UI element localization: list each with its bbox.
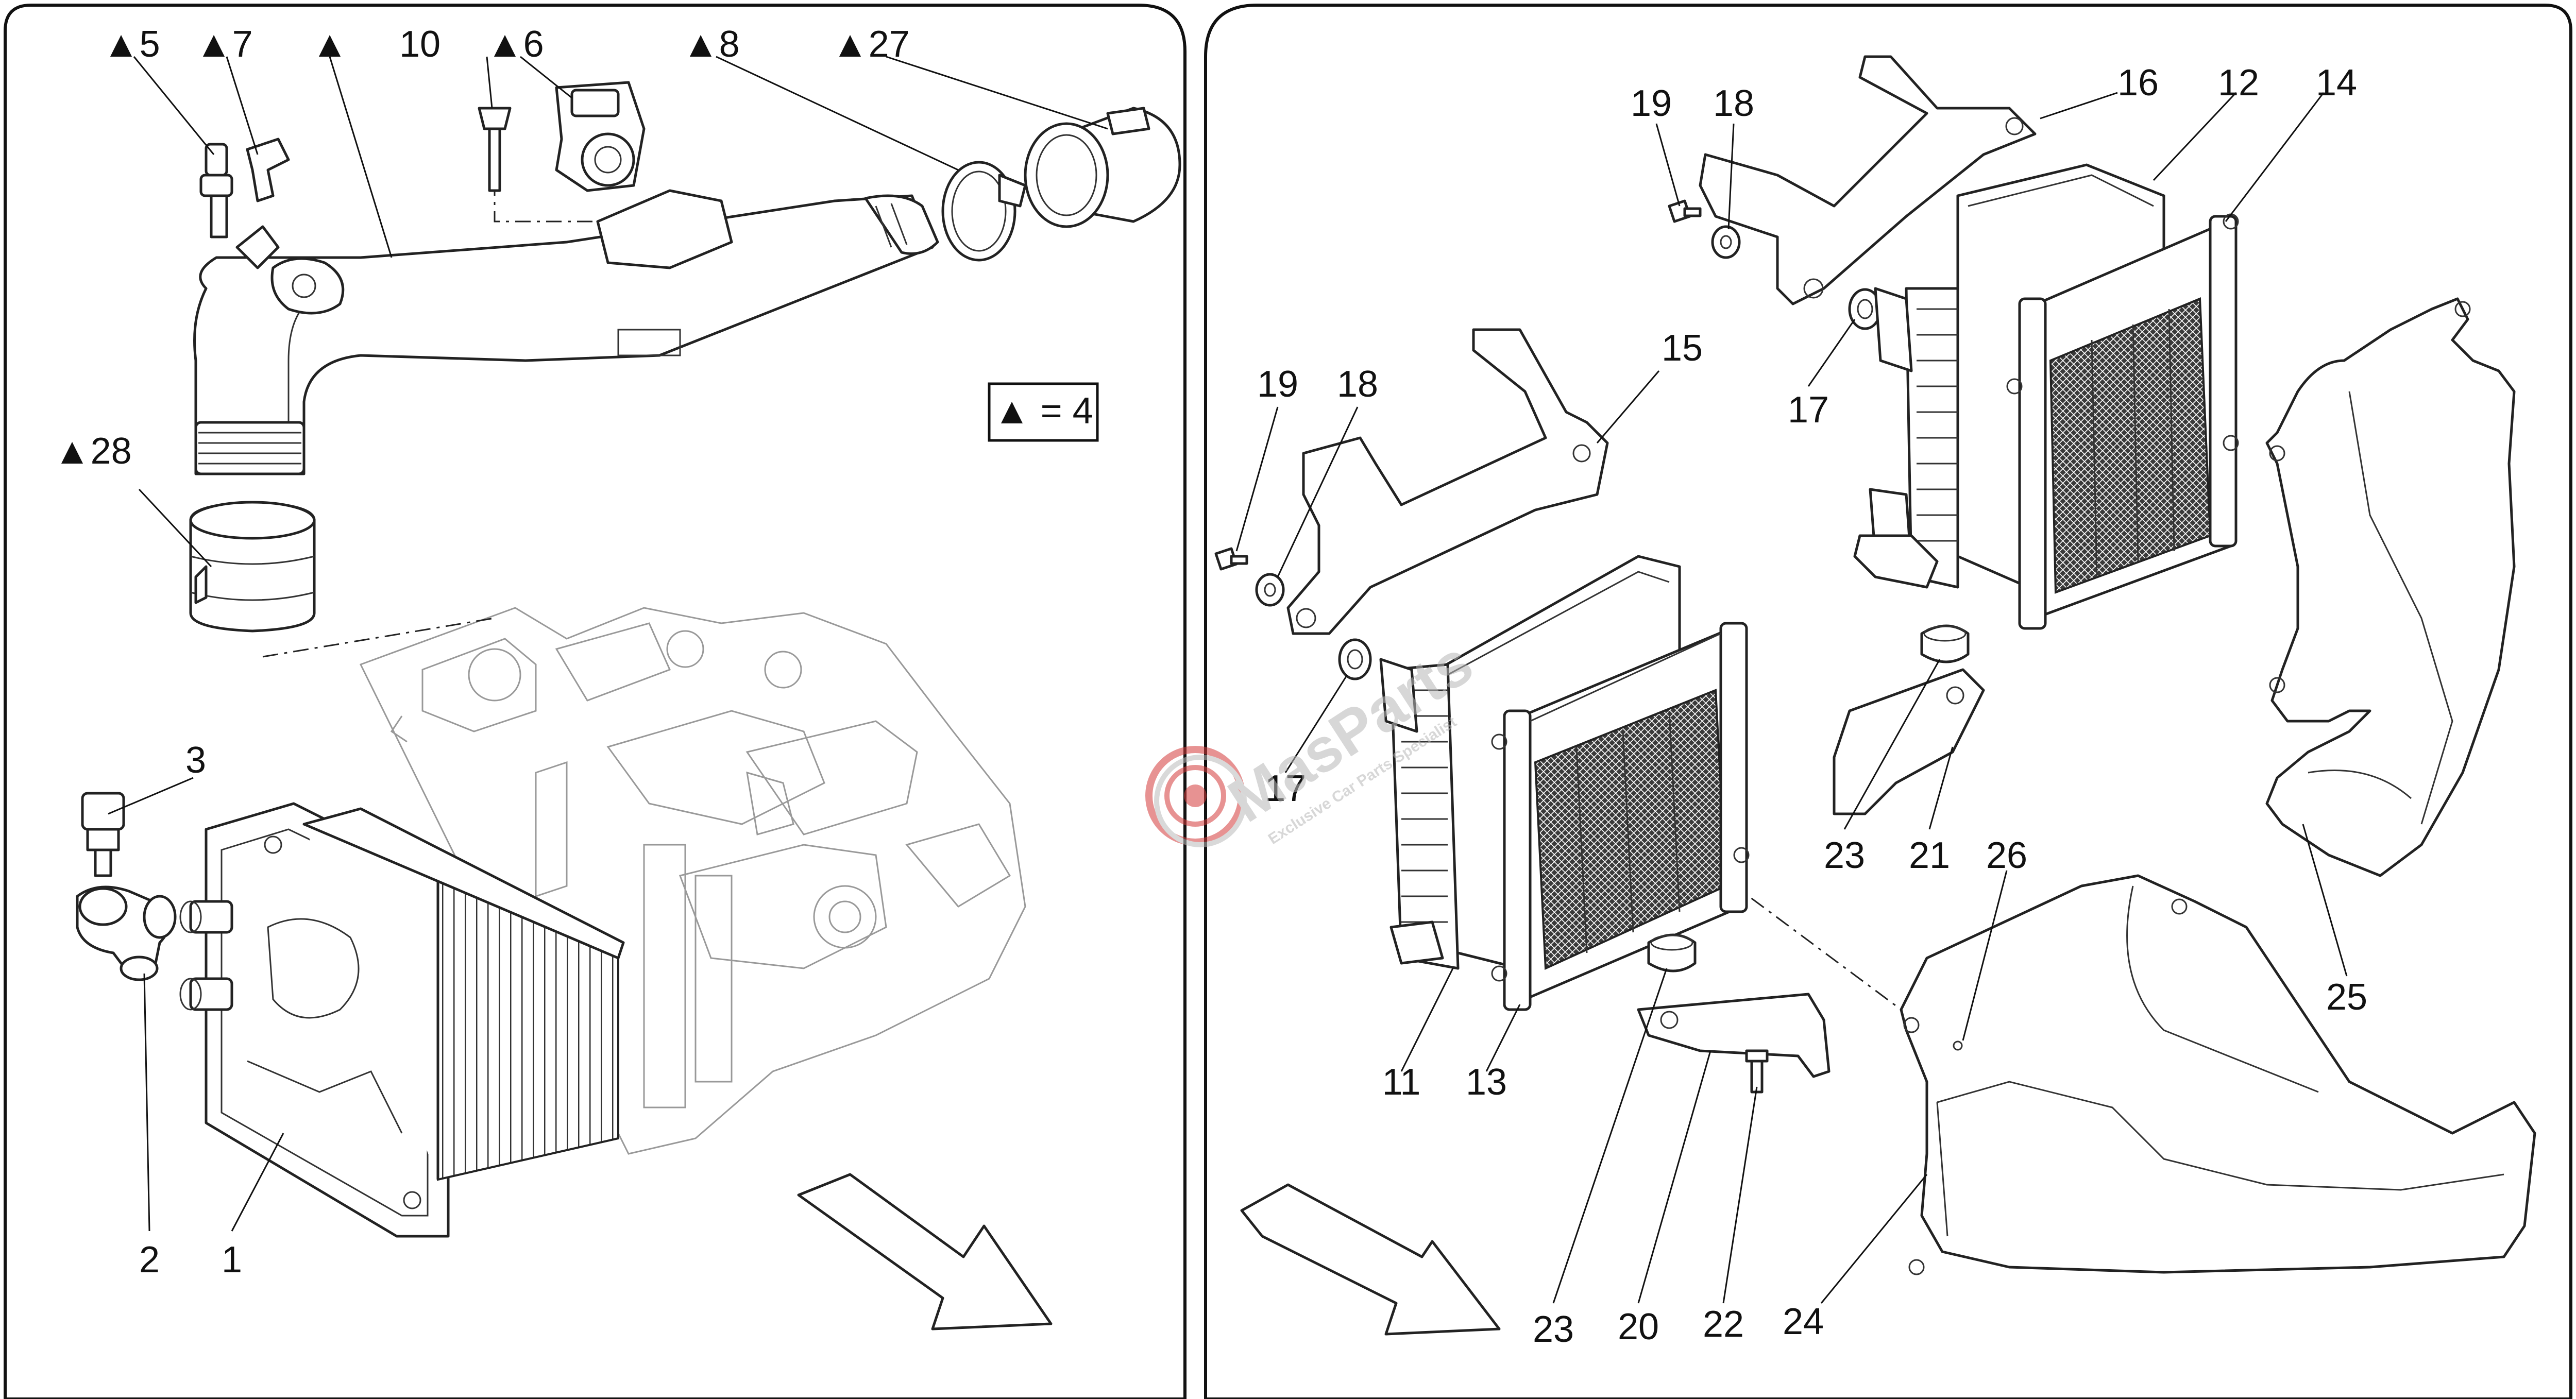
callout-5: ▲5: [103, 24, 160, 65]
callout-16: 16: [2117, 62, 2159, 104]
valve-6: [555, 81, 646, 192]
callout-6: ▲6: [486, 24, 544, 65]
callout-7: ▲7: [195, 24, 252, 65]
sensor-3: [81, 792, 125, 877]
watermark-logo-icon: [1145, 746, 1247, 847]
leader-lines-left: [108, 56, 1108, 1232]
callout-17-top: 17: [1788, 389, 1829, 431]
engine-block: [359, 607, 1026, 1155]
leader-lines-right: [1235, 92, 2348, 1304]
callout-2: 2: [139, 1239, 160, 1281]
callout-28: ▲28: [54, 431, 131, 472]
callouts-left: ▲5 ▲7 ▲ 10 ▲6 ▲8 ▲27 ▲28 3 2 1: [54, 24, 909, 1281]
callout-14: 14: [2316, 62, 2357, 104]
left-panel: ▲ = 4 ▲5 ▲7 ▲ 10 ▲6 ▲8 ▲27 ▲28 3: [4, 4, 1187, 1399]
duct-25: [2265, 297, 2516, 877]
callout-23-top: 23: [1824, 835, 1865, 876]
callout-24: 24: [1783, 1301, 1824, 1342]
callouts-right: 19 18 16 12 14 17 19 18 15 17 23 21 26 2…: [1257, 62, 2367, 1350]
callout-12: 12: [2218, 62, 2259, 104]
clamp-8: [941, 161, 1027, 262]
intake-pipe: [193, 189, 939, 475]
callout-1: 1: [222, 1239, 242, 1281]
callout-20: 20: [1618, 1306, 1659, 1347]
duct-24: [1900, 874, 2536, 1275]
callout-13: 13: [1466, 1062, 1507, 1103]
callout-17-mid: 17: [1265, 768, 1306, 809]
legend-box: ▲ = 4: [988, 382, 1099, 442]
fitting-2: [76, 885, 177, 981]
direction-arrow-right: [1240, 1183, 1501, 1336]
callout-27: ▲27: [832, 24, 909, 65]
right-panel: 19 18 16 12 14 17 19 18 15 17 23 21 26 2…: [1204, 4, 2572, 1399]
intercooler-1: [179, 802, 625, 1238]
alignment-line-right: [1478, 694, 1902, 1011]
grommet-17-mid: [1338, 638, 1372, 680]
mount-23-top: [1920, 624, 1970, 663]
washer-18-mid: [1255, 573, 1285, 607]
callout-22: 22: [1703, 1304, 1744, 1345]
bracket-15: [1286, 328, 1609, 635]
callout-21: 21: [1909, 835, 1950, 876]
callout-3: 3: [185, 740, 206, 781]
bracket-20: [1637, 993, 1831, 1078]
callout-blank: ▲: [311, 24, 348, 65]
bolt-22: [1745, 1049, 1769, 1094]
callout-15: 15: [1662, 328, 1703, 369]
callout-26: 26: [1986, 835, 2027, 876]
callout-18-mid: 18: [1337, 364, 1378, 405]
callout-19-top: 19: [1631, 83, 1672, 124]
callout-8: ▲8: [682, 24, 739, 65]
coupler-27: [1024, 107, 1181, 228]
condenser-14: [2006, 213, 2239, 630]
washer-18-top: [1711, 225, 1741, 259]
callout-10: 10: [399, 24, 440, 65]
callout-25: 25: [2326, 977, 2367, 1018]
callout-18-top: 18: [1713, 83, 1754, 124]
direction-arrow-left: [797, 1173, 1053, 1330]
callout-11: 11: [1382, 1062, 1421, 1103]
bolt-10: [478, 107, 512, 192]
mount-23-mid: [1647, 933, 1697, 973]
legend-text: ▲ = 4: [993, 390, 1093, 432]
condenser-13: [1491, 622, 1750, 1011]
bracket-21: [1833, 668, 1985, 815]
sleeve-28: [189, 501, 316, 633]
callout-23-mid: 23: [1533, 1309, 1574, 1350]
bracket-16: [1699, 55, 2037, 305]
screw-19-mid: [1214, 547, 1248, 571]
alignment-line-sleeve: [262, 617, 495, 658]
callout-19-mid: 19: [1257, 364, 1298, 405]
screw-19-top: [1668, 199, 1702, 223]
